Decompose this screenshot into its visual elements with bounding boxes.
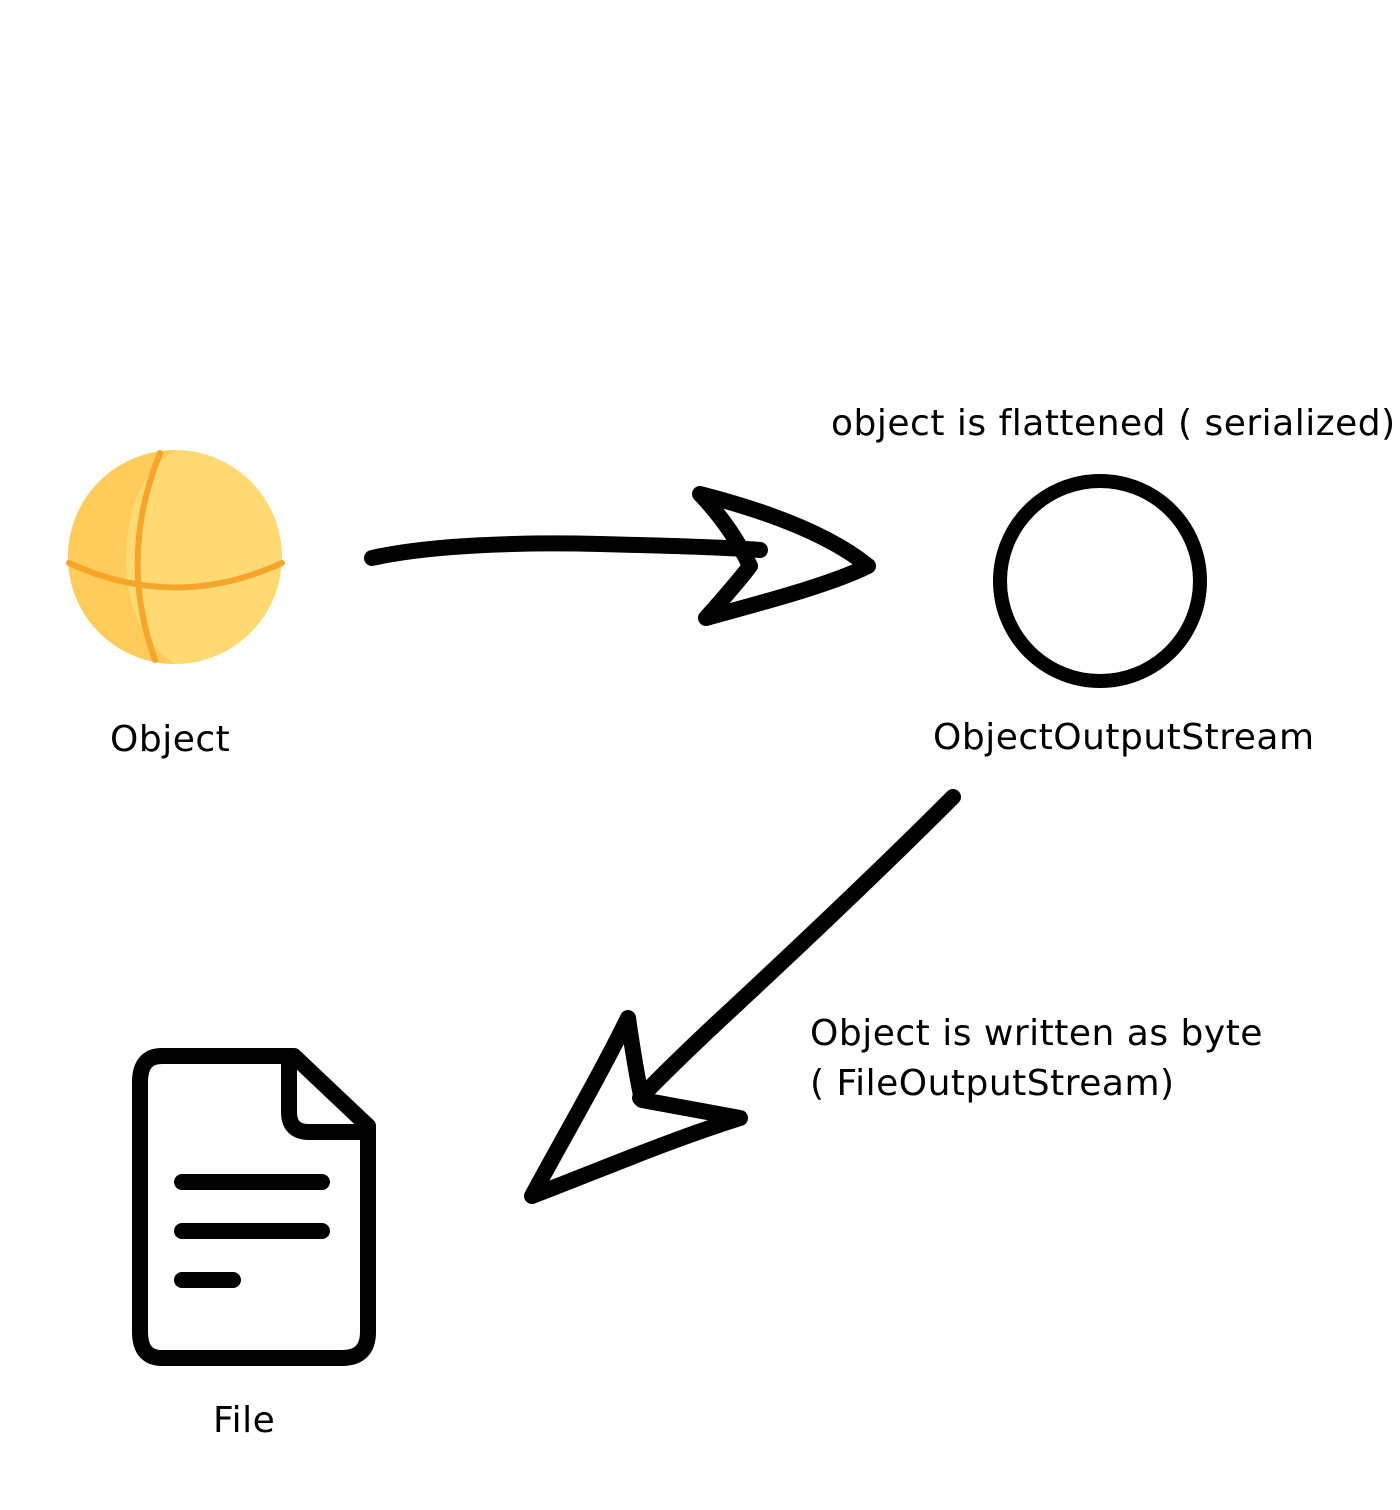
circle-icon <box>993 474 1207 688</box>
arrow-down-left-icon <box>524 789 961 1204</box>
object-label: Object <box>110 719 231 760</box>
sphere-icon <box>66 450 285 664</box>
arrow-right-icon <box>364 486 876 626</box>
write-edge-label-line-2: ( FileOutputStream) <box>810 1063 1175 1104</box>
object-output-stream-label: ObjectOutputStream <box>933 717 1315 758</box>
file-icon <box>132 1048 376 1366</box>
serialization-edge-label: object is flattened ( serialized) <box>831 403 1396 444</box>
file-label: File <box>213 1400 276 1441</box>
write-edge-label-line-1: Object is written as byte <box>810 1013 1263 1054</box>
